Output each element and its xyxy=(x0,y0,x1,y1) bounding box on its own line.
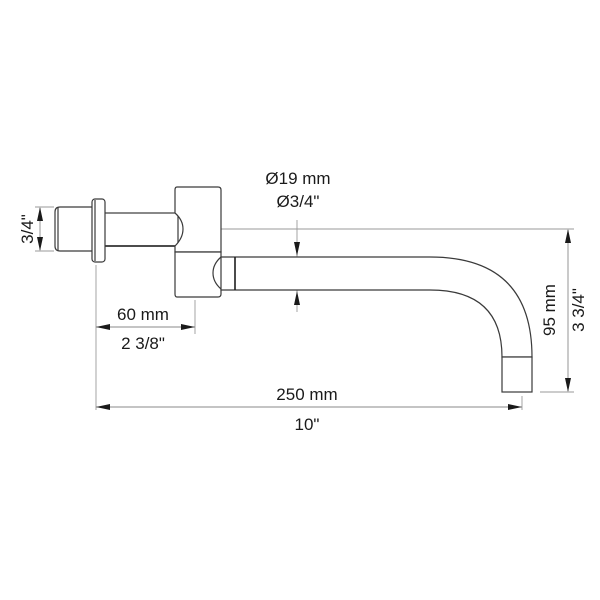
spout-pipe xyxy=(220,256,533,358)
spout-length-metric-label: 250 mm xyxy=(276,385,337,404)
inlet-pipe xyxy=(103,212,179,247)
inlet-nipple xyxy=(54,206,95,252)
body-block-lower xyxy=(174,251,222,298)
inlet-thread-label: 3/4" xyxy=(18,214,37,244)
pipe-diameter-imperial-label: Ø3/4" xyxy=(277,192,320,211)
spout-length-imperial-label: 10" xyxy=(295,415,320,434)
dimension-labels: 3/4" Ø19 mm Ø3/4" 60 mm 2 3/8" 250 mm 10… xyxy=(18,169,588,434)
spout-drop-imperial-label: 3 3/4" xyxy=(569,288,588,332)
flange-collar xyxy=(91,198,106,263)
wall-offset-metric-label: 60 mm xyxy=(117,305,169,324)
spout-drop-metric-label: 95 mm xyxy=(540,284,559,336)
wall-offset-imperial-label: 2 3/8" xyxy=(121,334,165,353)
pipe-diameter-metric-label: Ø19 mm xyxy=(265,169,330,188)
body-block-upper xyxy=(174,186,222,253)
spout-assembly xyxy=(54,186,533,393)
dimension-lines xyxy=(37,207,571,410)
spout-tip xyxy=(501,356,533,393)
